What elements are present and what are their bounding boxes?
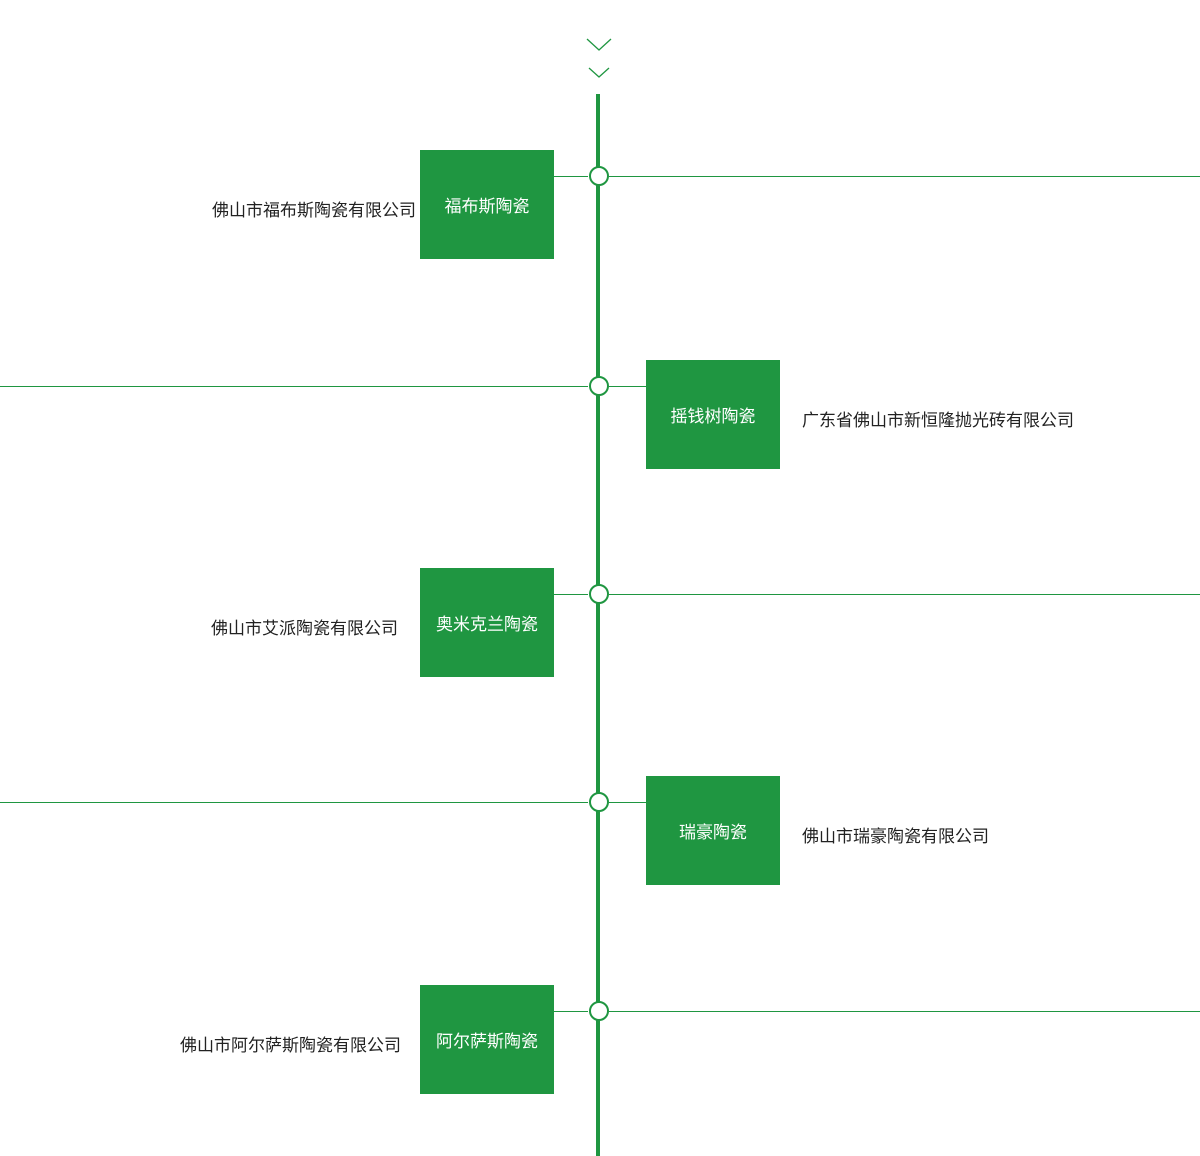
brand-label: 摇钱树陶瓷 [670,407,756,427]
timeline-row: 福布斯陶瓷 佛山市福布斯陶瓷有限公司 [0,150,1200,260]
connector-line [554,1011,588,1012]
chevron-down-icon[interactable] [588,67,610,81]
connector-line [609,802,646,803]
chevron-down-icon[interactable] [586,38,612,52]
brand-box[interactable]: 福布斯陶瓷 [420,150,554,259]
brand-label: 阿尔萨斯陶瓷 [436,1032,538,1052]
brand-box[interactable]: 瑞豪陶瓷 [646,776,780,885]
connector-line [609,594,1200,595]
brand-box[interactable]: 阿尔萨斯陶瓷 [420,985,554,1094]
connector-line [609,1011,1200,1012]
brand-box[interactable]: 奥米克兰陶瓷 [420,568,554,677]
company-name: 佛山市阿尔萨斯陶瓷有限公司 [180,1036,401,1056]
timeline-node [589,792,609,812]
timeline-node [589,584,609,604]
brand-box[interactable]: 摇钱树陶瓷 [646,360,780,469]
connector-line [0,802,588,803]
brand-label: 奥米克兰陶瓷 [436,615,538,635]
connector-line [609,176,1200,177]
company-name: 广东省佛山市新恒隆抛光砖有限公司 [802,411,1074,431]
connector-line [0,386,588,387]
brand-label: 福布斯陶瓷 [444,197,530,217]
connector-line [554,176,588,177]
connector-line [554,594,588,595]
timeline-node [589,1001,609,1021]
company-name: 佛山市瑞豪陶瓷有限公司 [802,827,989,847]
brand-label: 瑞豪陶瓷 [679,823,747,843]
company-name: 佛山市艾派陶瓷有限公司 [211,619,398,639]
timeline-row: 瑞豪陶瓷 佛山市瑞豪陶瓷有限公司 [0,776,1200,886]
timeline-node [589,166,609,186]
timeline-node [589,376,609,396]
timeline-spine [596,94,600,1156]
company-name: 佛山市福布斯陶瓷有限公司 [212,201,416,221]
timeline-row: 阿尔萨斯陶瓷 佛山市阿尔萨斯陶瓷有限公司 [0,985,1200,1095]
connector-line [609,386,646,387]
timeline-row: 摇钱树陶瓷 广东省佛山市新恒隆抛光砖有限公司 [0,360,1200,470]
timeline-row: 奥米克兰陶瓷 佛山市艾派陶瓷有限公司 [0,568,1200,678]
